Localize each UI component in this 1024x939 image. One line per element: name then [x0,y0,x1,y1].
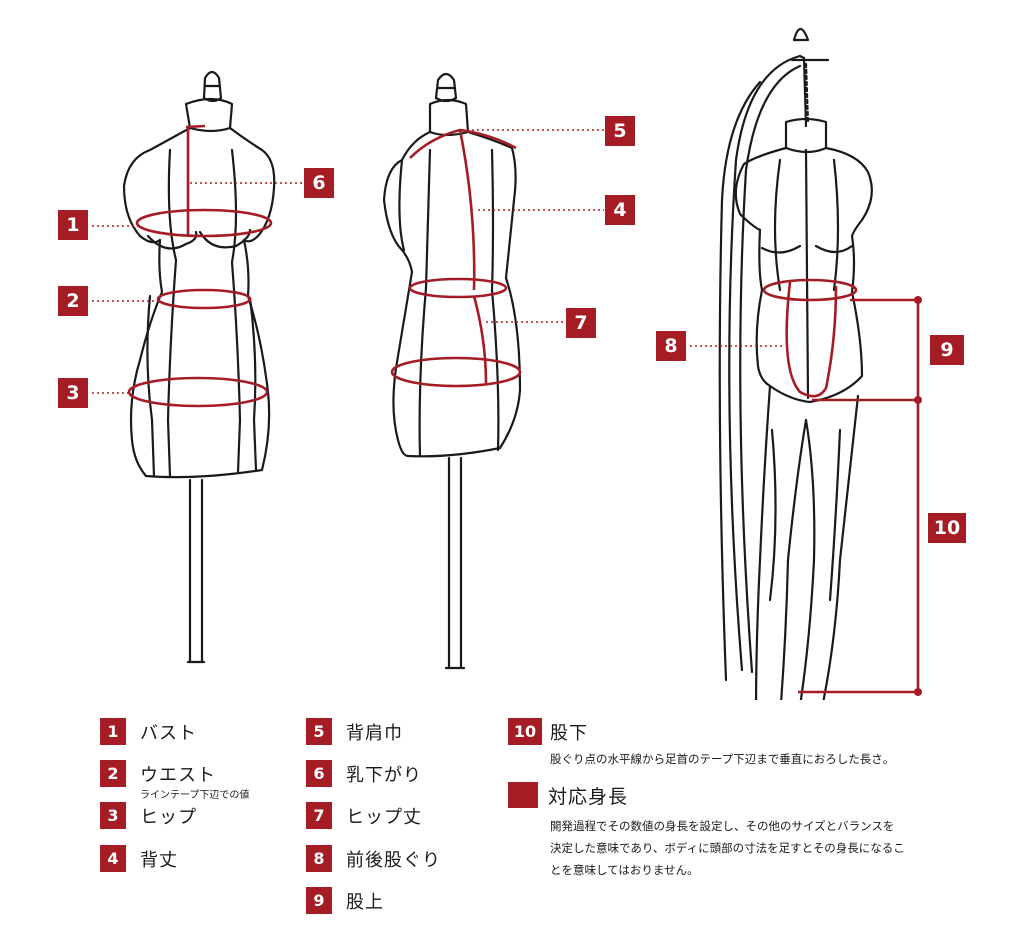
callout-7: 7 [566,308,596,338]
full-body-form [718,27,873,700]
legend-label: バスト [140,722,197,744]
badge-6-icon: 6 [306,760,332,787]
height-description-line: とを意味してはおりません。 [550,863,699,877]
legend-label: ウエスト [140,764,216,786]
badge-4-icon: 4 [100,845,126,872]
legend-label: 前後股ぐり [346,849,441,871]
callout-9: 9 [930,335,964,365]
legend-label: ヒップ丈 [346,806,422,828]
back-hip-line [390,356,522,388]
bust-point-line [185,124,206,236]
back-waist-line [408,277,508,299]
crotch-curve [785,281,838,398]
callout-4: 4 [605,195,635,225]
callout-1: 1 [58,210,88,240]
legend-label: 股上 [346,891,384,913]
legend-item-crotch-curve: 8 前後股ぐり [306,845,441,872]
badge-8-icon: 8 [306,845,332,872]
badge-9-icon: 9 [306,887,332,914]
badge-5-icon: 5 [306,718,332,745]
callout-2: 2 [58,286,88,316]
height-swatch [508,782,538,808]
badge-7-icon: 7 [306,802,332,829]
front-dress-form [122,70,276,664]
legend-item-back-length: 4 背丈 [100,845,178,872]
hip-length-line [472,295,488,385]
back-length-line [458,129,476,291]
callout-6: 6 [304,168,334,198]
legend-item-bust: 1 バスト [100,718,197,745]
callout-8: 8 [656,331,686,361]
height-description-line: 決定した意味であり、ボディに頭部の寸法を足すとその身長になるこ [550,841,905,855]
mannequin-figure [92,27,922,700]
hip-line-full [762,278,858,302]
legend-label: 乳下がり [346,764,422,786]
legend-item-height: 対応身長 [540,782,628,809]
waist-note: ラインテープ下辺での値 [140,790,250,801]
callout-3: 3 [58,378,88,408]
badge-2-icon: 2 [100,760,126,787]
hip-line [127,376,269,408]
bust-line [135,208,273,238]
legend-label: 股下 [550,722,588,744]
legend-label: 背肩巾 [346,722,403,744]
inseam-description: 股ぐり点の水平線から足首のテープ下辺まで垂直におろした長さ。 [550,752,895,766]
badge-3-icon: 3 [100,802,126,829]
badge-10-icon: 10 [508,718,542,745]
height-description-line: 開発過程でその数値の身長を設定し、その他のサイズとバランスを [550,819,895,833]
legend-label: ヒップ [140,806,197,828]
badge-1-icon: 1 [100,718,126,745]
legend-label: 背丈 [140,849,178,871]
callout-5: 5 [605,116,635,146]
legend-item-bust-point: 6 乳下がり [306,760,422,787]
height-label: 対応身長 [548,786,629,808]
callout-10: 10 [928,513,966,543]
back-dress-form [382,72,522,670]
legend-item-hip-length: 7 ヒップ丈 [306,802,422,829]
waist-line [156,288,252,310]
legend-item-hip: 3 ヒップ [100,802,197,829]
legend-item-waist: 2 ウエスト [100,760,216,787]
height-description: 開発過程でその数値の身長を設定し、その他のサイズとバランスを 決定した意味であり… [550,815,905,881]
legend-item-rise: 9 股上 [306,887,384,914]
legend-item-inseam: 10 股下 [508,718,588,745]
legend-item-shoulder-width: 5 背肩巾 [306,718,403,745]
